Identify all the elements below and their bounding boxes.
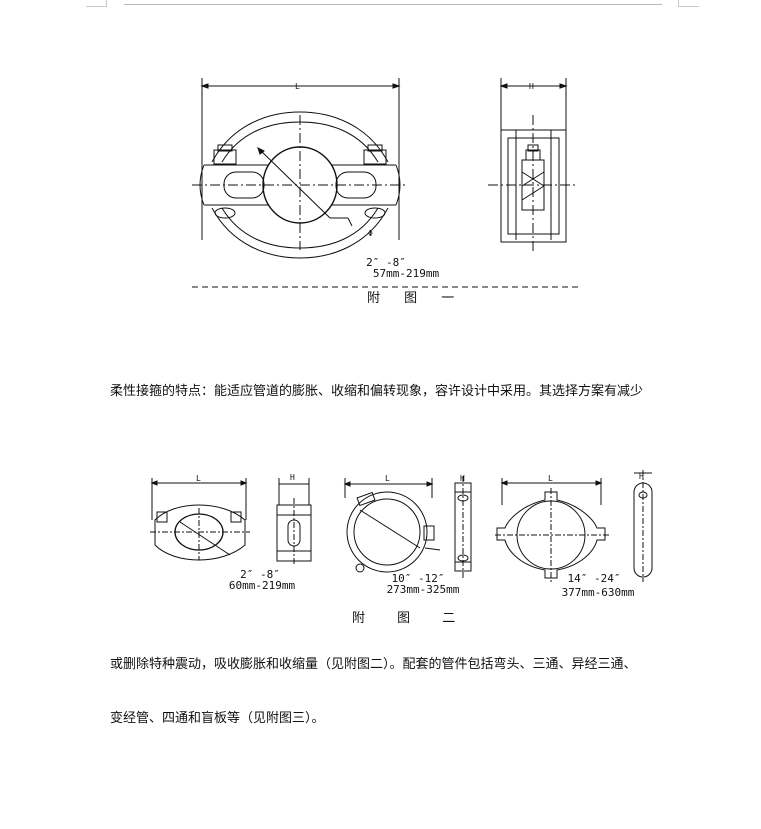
paragraph-fittings-continued: 变经管、四通和盲板等（见附图三）。 xyxy=(110,711,325,726)
paragraph-features: 柔性接箍的特点：能适应管道的膨胀、收缩和偏转现象，容许设计中采用。其选择方案有减… xyxy=(110,384,644,399)
fig2-g2-label-L: L xyxy=(385,474,390,483)
fig1-size-inch: 2″ -8″ xyxy=(366,256,406,269)
figure-2-clamp-large-front xyxy=(495,478,610,582)
paragraph-fittings: 或删除特种震动，吸收膨胀和收缩量（见附图二）。配套的管件包括弯头、三通、异经三通… xyxy=(110,657,637,672)
fig2-g1-label-L: L xyxy=(196,474,201,483)
figure-1-front-view xyxy=(192,78,405,259)
fig2-g3-size-mm: 377mm-630mm xyxy=(562,586,635,599)
fig2-caption: 附 图 二 xyxy=(352,611,469,626)
figure-1-side-view xyxy=(488,78,578,252)
figure-2-clamp-small-front xyxy=(150,478,250,561)
figure-2-clamp-large-side xyxy=(633,470,653,582)
fig2-g2-label-H: H xyxy=(460,474,465,483)
fig2-g1-size-inch: 2″ -8″ xyxy=(240,568,280,581)
figure-2-clamp-medium-front xyxy=(343,478,441,573)
fig1-label-L: L xyxy=(295,82,300,91)
page-corner-mark-left xyxy=(86,0,107,7)
fig2-g3-label-H: H xyxy=(639,472,644,481)
figure-2-clamp-medium-side xyxy=(454,476,472,578)
page-corner-mark-right xyxy=(678,0,699,7)
fig2-g1-size-mm: 60mm-219mm xyxy=(229,579,296,592)
fig1-label-phi: Φ xyxy=(368,229,373,238)
fig1-caption: 附 图 一 xyxy=(367,291,464,306)
fig1-label-H: H xyxy=(529,82,534,91)
fig2-g3-size-inch: 14″ -24″ xyxy=(568,572,621,585)
fig1-size-mm: 57mm-219mm xyxy=(373,267,440,280)
fig2-g1-label-H: H xyxy=(290,473,295,482)
fig2-g3-label-L: L xyxy=(548,474,553,483)
fig2-g2-size-mm: 273mm-325mm xyxy=(387,583,460,596)
page-top-rule xyxy=(124,4,662,5)
fig2-g2-size-inch: 10″ -12″ xyxy=(392,572,445,585)
figure-2-clamp-small-side xyxy=(276,478,312,566)
